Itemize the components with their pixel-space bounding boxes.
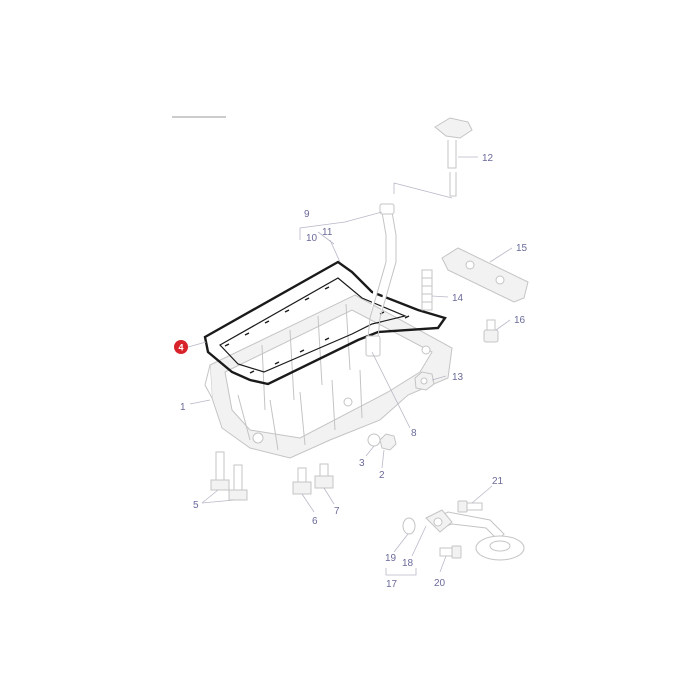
callout-19: 19 bbox=[385, 553, 397, 564]
bolt-5a bbox=[210, 451, 230, 491]
callout-12: 12 bbox=[482, 153, 494, 164]
bolt-7 bbox=[314, 463, 334, 489]
callout-1: 1 bbox=[180, 402, 186, 413]
callout-20: 20 bbox=[434, 578, 446, 589]
callout-3: 3 bbox=[359, 458, 365, 469]
callout-5: 5 bbox=[193, 500, 199, 511]
highlight-marker-circle bbox=[174, 340, 188, 354]
callout-7: 7 bbox=[334, 506, 340, 517]
callout-4: 4 bbox=[178, 343, 183, 353]
stud bbox=[421, 269, 433, 311]
callout-18: 18 bbox=[402, 558, 414, 569]
screw-20 bbox=[439, 545, 462, 559]
callout-21: 21 bbox=[492, 476, 504, 487]
callout-13: 13 bbox=[452, 372, 464, 383]
screw-21 bbox=[457, 500, 483, 513]
bracket bbox=[441, 247, 529, 303]
callout-16: 16 bbox=[514, 315, 526, 326]
dipstick-tube bbox=[365, 203, 397, 357]
bolt-6 bbox=[292, 467, 312, 495]
dipstick bbox=[434, 117, 473, 197]
callout-11: 11 bbox=[322, 227, 333, 238]
drain-plug bbox=[367, 433, 397, 451]
callout-10: 10 bbox=[306, 233, 318, 244]
oil-pickup bbox=[402, 500, 525, 561]
callout-2: 2 bbox=[379, 470, 385, 481]
callout-6: 6 bbox=[312, 516, 318, 527]
callout-15: 15 bbox=[516, 243, 528, 254]
screw-16 bbox=[483, 319, 499, 343]
nut-13 bbox=[414, 371, 435, 391]
bolt-5b bbox=[228, 464, 248, 501]
oil-pan-gasket bbox=[203, 260, 447, 386]
leader-lines bbox=[187, 156, 513, 576]
callout-8: 8 bbox=[411, 428, 417, 439]
callout-14: 14 bbox=[452, 293, 464, 304]
highlight-marker: 4 bbox=[174, 340, 188, 354]
bolts bbox=[210, 451, 334, 501]
callout-17: 17 bbox=[386, 579, 398, 590]
callout-9: 9 bbox=[304, 209, 310, 220]
callout-labels: 1 2 3 5 6 7 8 9 10 11 12 13 14 15 16 17 … bbox=[180, 153, 528, 590]
